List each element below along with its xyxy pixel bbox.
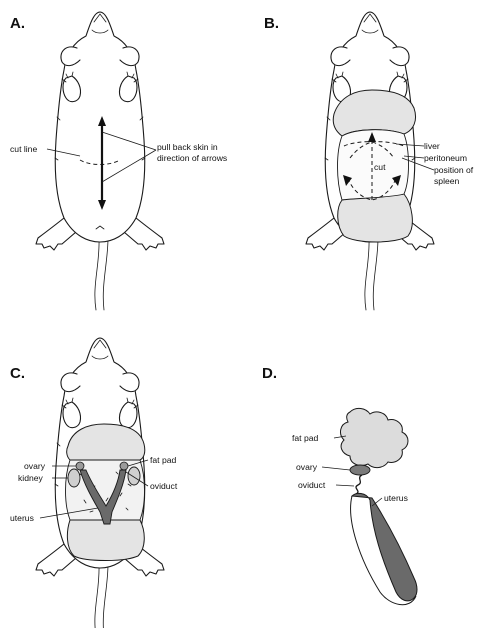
panel-a-pull-label-1: pull back skin in [157,142,218,152]
panel-d-oviduct-leader [336,485,354,486]
panel-b-lower-skin-flap [338,194,413,242]
panel-c-left-ovary [76,462,84,470]
panel-b: B. liver peritoneum cut position of sple… [264,12,474,310]
panel-d-fat-pad [341,408,408,467]
panel-a-letter: A. [10,15,25,32]
panel-d-ovary-label: ovary [296,462,318,472]
panel-d-oviduct-label: oviduct [298,480,326,490]
panel-b-liver-label: liver [424,141,440,151]
panel-a-pull-label-2: direction of arrows [157,153,227,163]
panel-d-ovary-leader [322,467,350,470]
panel-d-ovary [350,465,370,475]
panel-c-fat-pad-label: fat pad [150,455,177,465]
panel-a: A. cut line pull back skin in direction … [10,12,227,310]
panel-d-uterus-label: uterus [384,493,408,503]
panel-b-spleen-label-2: spleen [434,176,460,186]
panel-c-uterus-label: uterus [10,513,34,523]
panel-a-mouse [36,12,164,310]
panel-a-cut-line-label: cut line [10,144,37,154]
panel-b-letter: B. [264,15,279,32]
panel-d-oviduct [356,475,362,494]
panel-c-lower-skin-flap [67,520,144,561]
panel-d-fat-pad-label: fat pad [292,433,319,443]
panel-c-oviduct-label: oviduct [150,481,178,491]
panel-c-ovary-label: ovary [24,461,46,471]
panel-c-kidney-label: kidney [18,473,44,483]
panel-b-spleen-label-1: position of [434,165,474,175]
panel-d-letter: D. [262,365,277,382]
panel-b-cut-label: cut [374,162,386,172]
panel-d: D. fat pad ovary oviduct uterus [262,365,417,605]
panel-c-right-ovary [120,462,128,470]
panel-b-peritoneum-label: peritoneum [424,153,467,163]
panel-c-right-kidney [128,467,140,485]
panel-c-left-kidney [68,469,80,487]
panel-d-uterus [352,493,417,601]
panel-c-letter: C. [10,365,25,382]
panel-c: C. ovary kidney uterus fat pad oviduct [10,338,178,628]
